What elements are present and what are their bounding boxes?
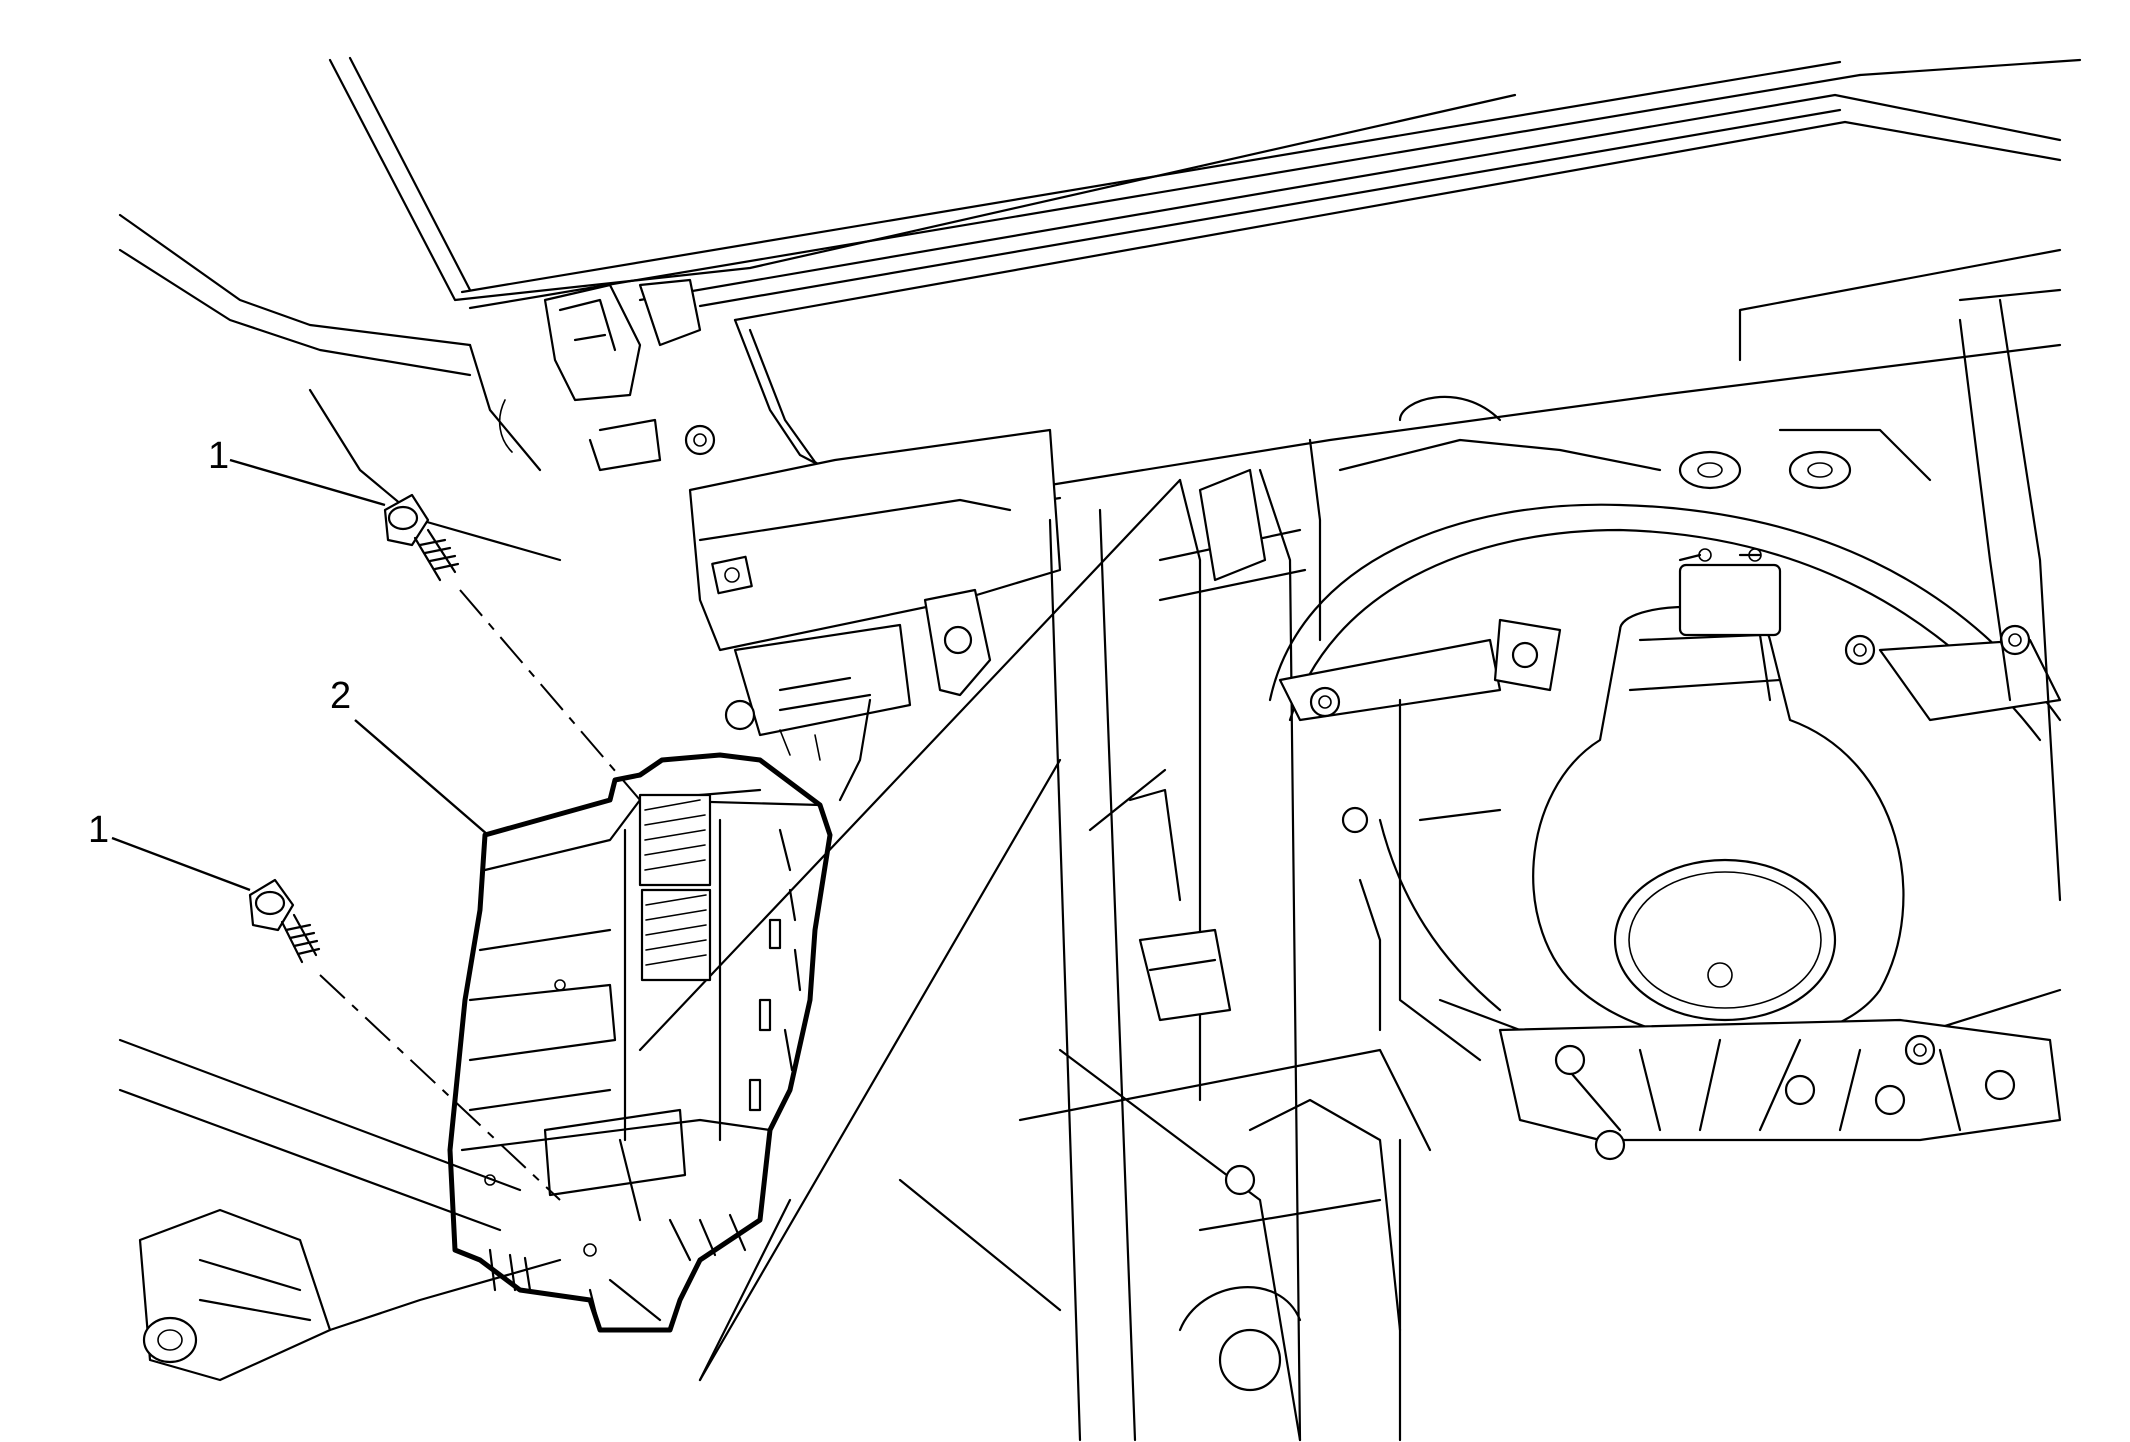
background-leader-lines [638, 478, 1182, 1382]
callout-labels: 1 2 1 [88, 435, 351, 851]
blower-motor-assembly [1178, 298, 2062, 1442]
callout-1-upper: 1 [208, 435, 229, 477]
callout-1-lower: 1 [88, 809, 109, 851]
fastener-upper [229, 458, 641, 801]
callout-2: 2 [330, 675, 351, 717]
fastener-lower [111, 836, 561, 1201]
control-module [354, 719, 833, 1333]
dashboard-structure [118, 56, 2082, 1442]
